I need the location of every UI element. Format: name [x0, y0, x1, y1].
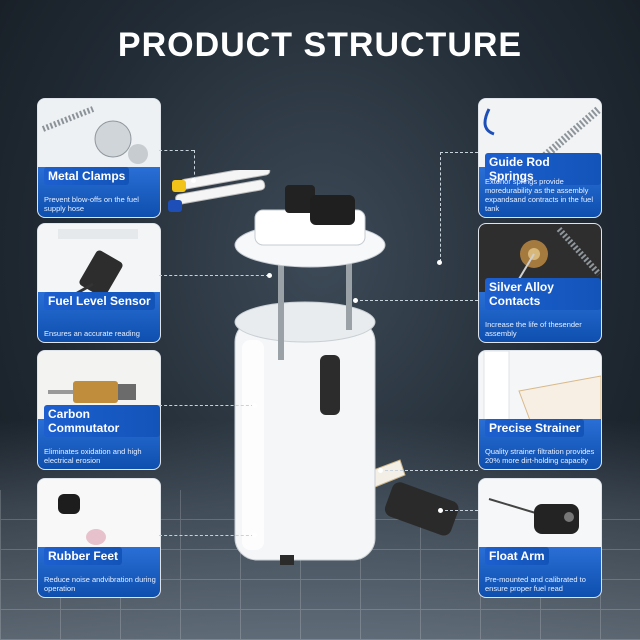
feature-name: Carbon Commutator [44, 405, 160, 437]
leader-line-fuel-level-sensor [159, 275, 269, 276]
feature-card-precise-strainer: Precise Strainer Quality strainer filtra… [478, 350, 602, 470]
feature-desc: Increase the life of thesender assembly [485, 320, 582, 338]
feature-card-silver-alloy-contacts: Silver Alloy Contacts Increase the life … [478, 223, 602, 343]
leader-dot [378, 468, 383, 473]
leader-line-guide-rod-springs [440, 152, 478, 153]
feature-card-metal-clamps: Metal Clamps Prevent blow-offs on the fu… [37, 98, 161, 218]
leader-dot [437, 260, 442, 265]
feature-card-float-arm: Float Arm Pre-mounted and calibrated to … [478, 478, 602, 598]
feature-name: Float Arm [485, 547, 549, 565]
leader-line-metal-clamps [159, 150, 194, 151]
feature-name: Rubber Feet [44, 547, 123, 565]
leader-line-float-arm [440, 510, 478, 511]
feature-desc: Eliminates oxidation and high electrical… [44, 447, 142, 465]
leader-line-carbon-commutator [159, 405, 254, 406]
feature-desc: Reduce noise andvibration during operati… [44, 575, 156, 593]
leader-line-precise-strainer [380, 470, 478, 471]
feature-name: Guide Rod Springs [485, 153, 601, 185]
feature-name: Fuel Level Sensor [44, 292, 155, 310]
feature-name: Metal Clamps [44, 167, 130, 185]
fuel-pump-illustration [168, 170, 459, 565]
leader-dot [267, 273, 272, 278]
leader-dot [353, 298, 358, 303]
page-title: PRODUCT STRUCTURE [117, 26, 523, 64]
feature-card-fuel-level-sensor: Fuel Level Sensor Ensures an accurate re… [37, 223, 161, 343]
leader-dot [252, 533, 257, 538]
leader-dot [191, 178, 196, 183]
leader-line-silver-alloy-contacts [355, 300, 478, 301]
leader-dot [438, 508, 443, 513]
feature-name: Silver Alloy Contacts [485, 278, 601, 310]
leader-line-rubber-feet [159, 535, 254, 536]
feature-desc: Quality strainer filtration provides 20%… [485, 447, 595, 465]
feature-desc: Ensures an accurate reading [44, 329, 140, 338]
feature-desc: Prevent blow-offs on the fuel supply hos… [44, 195, 139, 213]
leader-line-metal-clamps-v [194, 150, 195, 180]
leader-dot [252, 403, 257, 408]
feature-card-rubber-feet: Rubber Feet Reduce noise andvibration du… [37, 478, 161, 598]
feature-name: Precise Strainer [485, 419, 585, 437]
feature-card-guide-rod-springs: Guide Rod Springs Exterior springs provi… [478, 98, 602, 218]
leader-line-guide-rod-springs-v [440, 152, 441, 262]
feature-desc: Exterior springs provide moredurability … [485, 177, 593, 213]
feature-desc: Pre-mounted and calibrated to ensure pro… [485, 575, 586, 593]
feature-card-carbon-commutator: Carbon Commutator Eliminates oxidation a… [37, 350, 161, 470]
